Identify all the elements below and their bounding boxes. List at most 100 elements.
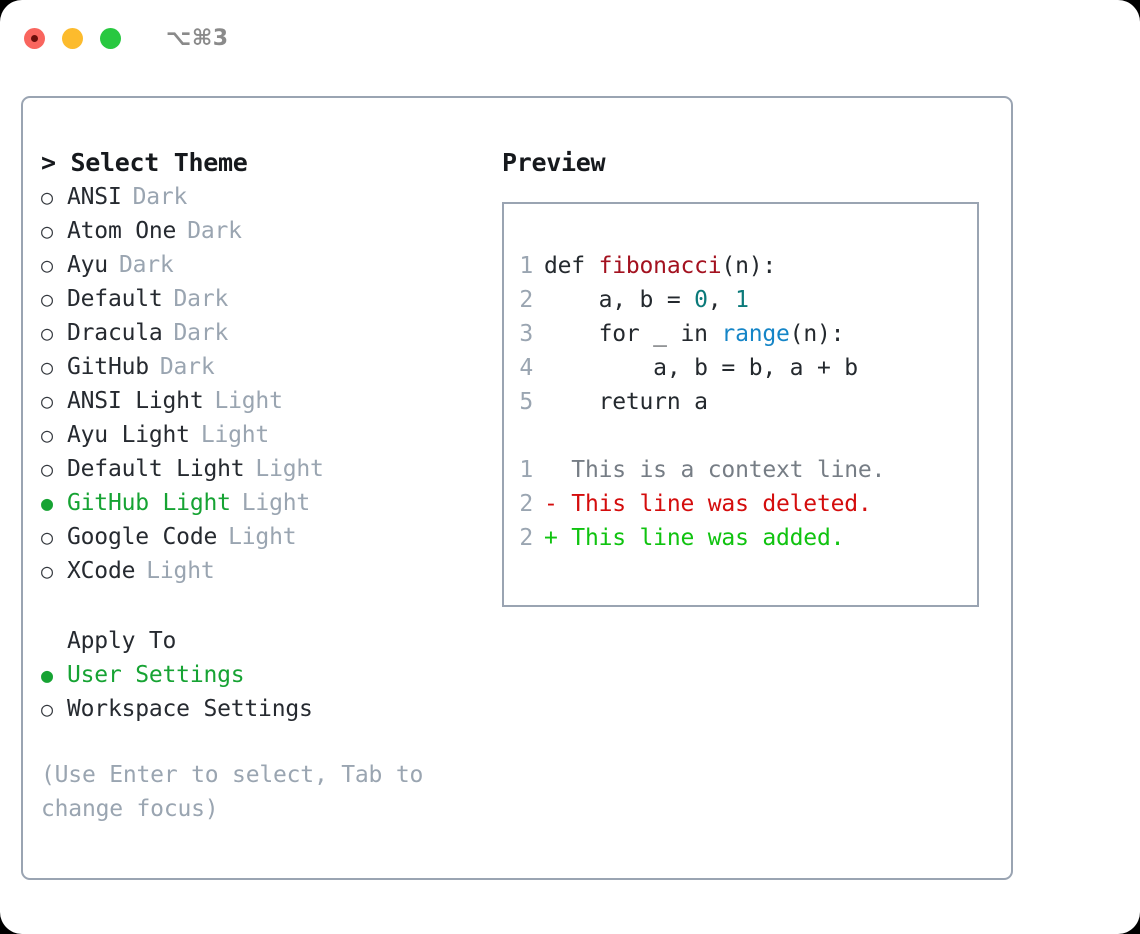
theme-option-label: GitHub Light xyxy=(67,490,231,516)
diff-line-text: This line was deleted. xyxy=(571,491,872,517)
theme-option-label: GitHub xyxy=(67,354,149,380)
radio-unselected-icon: ○ xyxy=(41,287,53,311)
theme-option-google-code[interactable]: ○ Google Code Light xyxy=(41,520,485,554)
theme-option-tag: Dark xyxy=(187,218,242,244)
theme-option-tag: Dark xyxy=(132,184,188,210)
theme-option-label: ANSI xyxy=(67,184,122,210)
code-line-text: a, b = b, a + b xyxy=(544,351,858,385)
page-title: > Select Theme xyxy=(41,148,248,177)
diff-line-del: 2- This line was deleted. xyxy=(504,487,977,521)
line-number: 3 xyxy=(519,321,533,347)
apply-to-heading: Apply To xyxy=(67,628,177,654)
theme-option-label: Google Code xyxy=(67,524,218,550)
theme-option-default-light[interactable]: ○ Default Light Light xyxy=(41,452,485,486)
radio-unselected-icon: ○ xyxy=(41,525,53,549)
diff-marker xyxy=(544,453,571,487)
code-line: 5 return a xyxy=(504,385,977,419)
theme-option-tag: Light xyxy=(255,456,324,482)
theme-option-tag: Dark xyxy=(173,320,229,346)
apply-to-option-label: Workspace Settings xyxy=(67,696,313,722)
theme-option-tag: Light xyxy=(241,490,311,516)
radio-unselected-icon: ○ xyxy=(41,423,53,447)
radio-unselected-icon: ○ xyxy=(41,457,53,481)
theme-option-ayu-light[interactable]: ○ Ayu Light Light xyxy=(41,418,485,452)
code-token-num: 1 xyxy=(735,287,749,313)
theme-option-tag: Light xyxy=(146,558,215,584)
theme-option-default[interactable]: ○ Default Dark xyxy=(41,282,485,316)
spacer xyxy=(41,588,485,624)
theme-option-dracula[interactable]: ○ Dracula Dark xyxy=(41,316,485,350)
diff-line-text: This line was added. xyxy=(571,525,845,551)
title-bar: ⌥⌘3 xyxy=(0,0,1140,76)
code-line-text: for _ in range(n): xyxy=(544,317,845,351)
theme-option-tag: Light xyxy=(200,422,270,448)
minimize-button[interactable] xyxy=(62,27,83,49)
diff-marker: - xyxy=(544,491,572,517)
radio-unselected-icon: ○ xyxy=(41,389,53,413)
code-line: 2 a, b = 0, 1 xyxy=(504,283,977,317)
traffic-lights xyxy=(24,27,121,49)
code-token-plain: def xyxy=(544,253,599,279)
theme-option-ansi[interactable]: ○ ANSI Dark xyxy=(41,180,485,214)
diff-marker: + xyxy=(544,525,572,551)
theme-option-xcode[interactable]: ○ XCode Light xyxy=(41,554,485,588)
line-number: 2 xyxy=(519,287,533,313)
code-line-text: def fibonacci(n): xyxy=(544,249,776,283)
maximize-button[interactable] xyxy=(100,27,121,49)
code-token-plain: a, b = xyxy=(544,287,695,313)
apply-to-option-user-settings[interactable]: ●User Settings xyxy=(41,658,485,692)
close-button[interactable] xyxy=(24,27,45,49)
theme-option-github[interactable]: ○ GitHub Dark xyxy=(41,350,485,384)
radio-selected-icon: ● xyxy=(41,663,53,687)
radio-unselected-icon: ○ xyxy=(41,321,53,345)
theme-option-label: Default Light xyxy=(67,456,245,482)
line-number: 2 xyxy=(519,491,533,517)
code-spacer xyxy=(504,419,977,453)
radio-unselected-icon: ○ xyxy=(41,697,53,721)
theme-option-label: Atom One xyxy=(67,218,177,244)
code-line: 4 a, b = b, a + b xyxy=(504,351,977,385)
theme-option-ansi-light[interactable]: ○ ANSI Light Light xyxy=(41,384,485,418)
theme-option-label: Ayu xyxy=(67,252,108,278)
line-number: 5 xyxy=(519,389,533,415)
radio-unselected-icon: ○ xyxy=(41,185,53,209)
diff-line-text: This is a context line. xyxy=(571,457,886,483)
radio-unselected-icon: ○ xyxy=(41,355,53,379)
apply-to-option-workspace-settings[interactable]: ○ Workspace Settings xyxy=(41,692,485,726)
theme-option-tag: Light xyxy=(214,388,283,414)
theme-option-tag: Dark xyxy=(173,286,229,312)
code-token-num: 0 xyxy=(694,287,708,313)
theme-option-label: XCode xyxy=(67,558,136,584)
theme-option-label: Dracula xyxy=(67,320,163,346)
code-token-plain: , xyxy=(707,287,736,313)
line-number: 1 xyxy=(519,457,533,483)
apply-to-option-list: ●User Settings ○ Workspace Settings xyxy=(41,658,485,726)
radio-unselected-icon: ○ xyxy=(41,559,53,583)
theme-option-atom-one[interactable]: ○ Atom One Dark xyxy=(41,214,485,248)
diff-sample: 1 This is a context line. 2- This line wa… xyxy=(504,453,977,555)
code-token-bi: range xyxy=(721,321,790,347)
theme-option-label: ANSI Light xyxy=(67,388,204,414)
theme-option-label: Ayu Light xyxy=(67,422,190,448)
radio-unselected-icon: ○ xyxy=(41,219,53,243)
diff-line-add: 2 + This line was added. xyxy=(504,521,977,555)
theme-option-tag: Dark xyxy=(159,354,215,380)
code-token-plain: a, b = b, a + b xyxy=(544,355,858,381)
theme-option-tag: Light xyxy=(228,524,297,550)
code-line-text: return a xyxy=(544,385,708,419)
preview-title: Preview xyxy=(502,148,606,177)
line-number: 2 xyxy=(519,525,533,551)
keyboard-hint: (Use Enter to select, Tab to change focu… xyxy=(41,762,424,822)
theme-option-label: Default xyxy=(67,286,163,312)
code-token-fn: fibonacci xyxy=(598,253,722,279)
code-token-plain: for _ in xyxy=(544,321,722,347)
